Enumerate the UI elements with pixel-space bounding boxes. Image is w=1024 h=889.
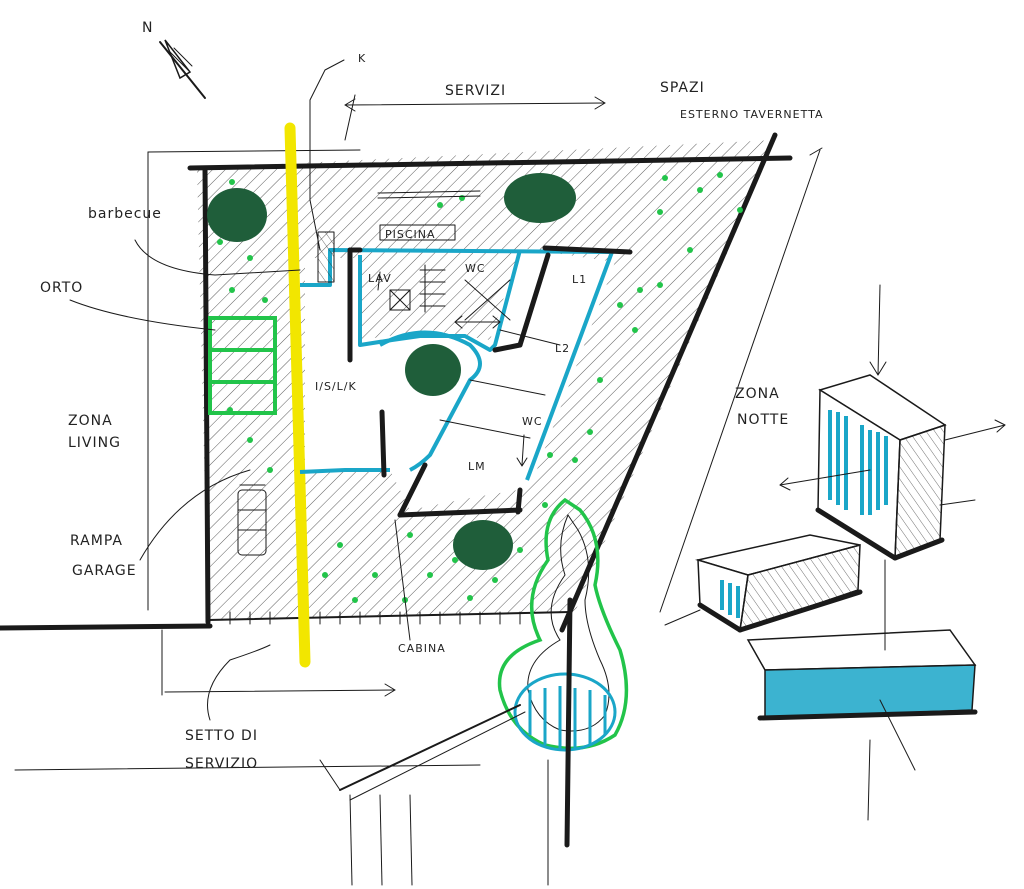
setto-label-2: SERVIZIO: [185, 756, 258, 772]
wc-top-label: WC: [465, 262, 486, 275]
house-outline: [299, 248, 614, 481]
lav-label: LAV: [368, 272, 392, 285]
trees: [207, 173, 576, 570]
interior-details: [237, 59, 561, 556]
zona-notte-label-2: NOTTE: [737, 412, 789, 428]
k-label: K: [358, 52, 366, 65]
guide-lines: [0, 96, 823, 697]
axonometric-volumes: [664, 284, 1006, 821]
l1-label: L1: [572, 273, 587, 286]
zona-notte-label-1: ZONA: [735, 386, 780, 402]
piscina-label: PISCINA: [385, 228, 436, 241]
cabina-label: CABINA: [398, 642, 446, 655]
rampa-garage-label-1: RAMPA: [70, 533, 123, 549]
zona-living-label-1: ZONA: [68, 413, 113, 429]
garden-dots: [217, 172, 743, 603]
leader-lines: [69, 239, 411, 721]
setto-label-1: SETTO DI: [185, 728, 258, 744]
esterno-tavernetta-label: ESTERNO TAVERNETTA: [680, 108, 824, 121]
rampa-garage-label-2: GARAGE: [72, 563, 137, 579]
service-wall-line: [284, 122, 311, 668]
servizi-label: SERVIZI: [445, 83, 506, 99]
section-sketch: [14, 704, 549, 886]
walls: [347, 245, 633, 518]
annotations: K SERVIZI SPAZI ESTERNO TAVERNETTA barbe…: [40, 52, 824, 772]
lm-label: LM: [468, 460, 486, 473]
orto-label: ORTO: [40, 280, 83, 296]
barbecue-label: barbecue: [88, 206, 162, 222]
wc-mid-label: WC: [522, 415, 543, 428]
spazi-label: SPAZI: [660, 80, 705, 96]
l2-label: L2: [555, 342, 570, 355]
isk-label: I/S/L/K: [315, 380, 357, 393]
landscape-tree: [497, 497, 629, 848]
orto-garden: [208, 316, 277, 415]
north-label: N: [142, 20, 153, 36]
north-arrow: N: [142, 20, 206, 99]
site-plan: [187, 59, 793, 668]
zona-living-label-2: LIVING: [68, 435, 121, 451]
